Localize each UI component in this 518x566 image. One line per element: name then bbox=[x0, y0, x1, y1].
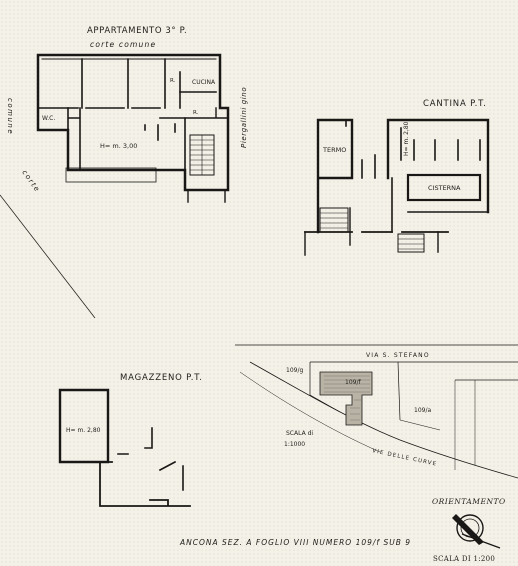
warehouse-title: MAGAZZENO P.T. bbox=[120, 373, 203, 383]
cellar-cisterna-label: CISTERNA bbox=[428, 184, 461, 192]
cellar-floor-plan bbox=[304, 118, 490, 256]
apartment-title: APPARTAMENTO 3° P. bbox=[87, 26, 187, 36]
street-vie-delle-curve: VIE DELLE CURVE bbox=[372, 448, 438, 468]
apartment-balcony bbox=[65, 167, 157, 183]
apartment-court-label: corte comune bbox=[90, 40, 156, 49]
site-scale-value: 1:1000 bbox=[284, 441, 305, 448]
parcel-109-a-label: 109/a bbox=[414, 407, 431, 414]
cellar-termo-label: TERMO bbox=[322, 146, 346, 154]
corte-comune-boundary-line bbox=[0, 194, 96, 319]
cellar-title: CANTINA P.T. bbox=[423, 99, 487, 109]
apartment-kitchen-label: CUCINA bbox=[192, 79, 216, 86]
apartment-wc-label: W.C. bbox=[42, 115, 55, 122]
plan-scale-label: SCALA DI 1:200 bbox=[433, 555, 495, 563]
apartment-height-label: H= m. 3,00 bbox=[100, 142, 137, 150]
site-map bbox=[235, 344, 518, 479]
cellar-height-label: H= m. 2,80 bbox=[403, 121, 410, 156]
subject-parcel-building bbox=[319, 371, 373, 426]
corte-comune-label-diagonal: corte bbox=[20, 169, 41, 195]
apartment-floor-plan bbox=[36, 53, 230, 203]
apartment-side-label: Piergallini gino bbox=[240, 87, 248, 148]
parcel-109-g-label: 109/g bbox=[286, 367, 303, 374]
cellar-stairs bbox=[319, 207, 425, 253]
north-arrow-icon bbox=[452, 514, 501, 549]
apartment-r-label-2: R. bbox=[193, 110, 199, 116]
corte-comune-label-vertical: comune bbox=[6, 98, 14, 135]
apartment-stairs bbox=[189, 134, 215, 176]
warehouse-floor-plan bbox=[58, 388, 191, 507]
site-scale-label: SCALA di bbox=[286, 430, 313, 437]
parcel-109-f-label: 109/f bbox=[345, 379, 361, 386]
cadastral-reference: ANCONA SEZ. A FOGLIO VIII NUMERO 109/f S… bbox=[179, 538, 411, 547]
orientation-label: ORIENTAMENTO bbox=[432, 497, 506, 506]
apartment-r-label-1: R. bbox=[170, 78, 176, 84]
street-via-s-stefano: VIA S. STEFANO bbox=[366, 352, 430, 359]
warehouse-height-label: H= m. 2,80 bbox=[66, 427, 101, 434]
